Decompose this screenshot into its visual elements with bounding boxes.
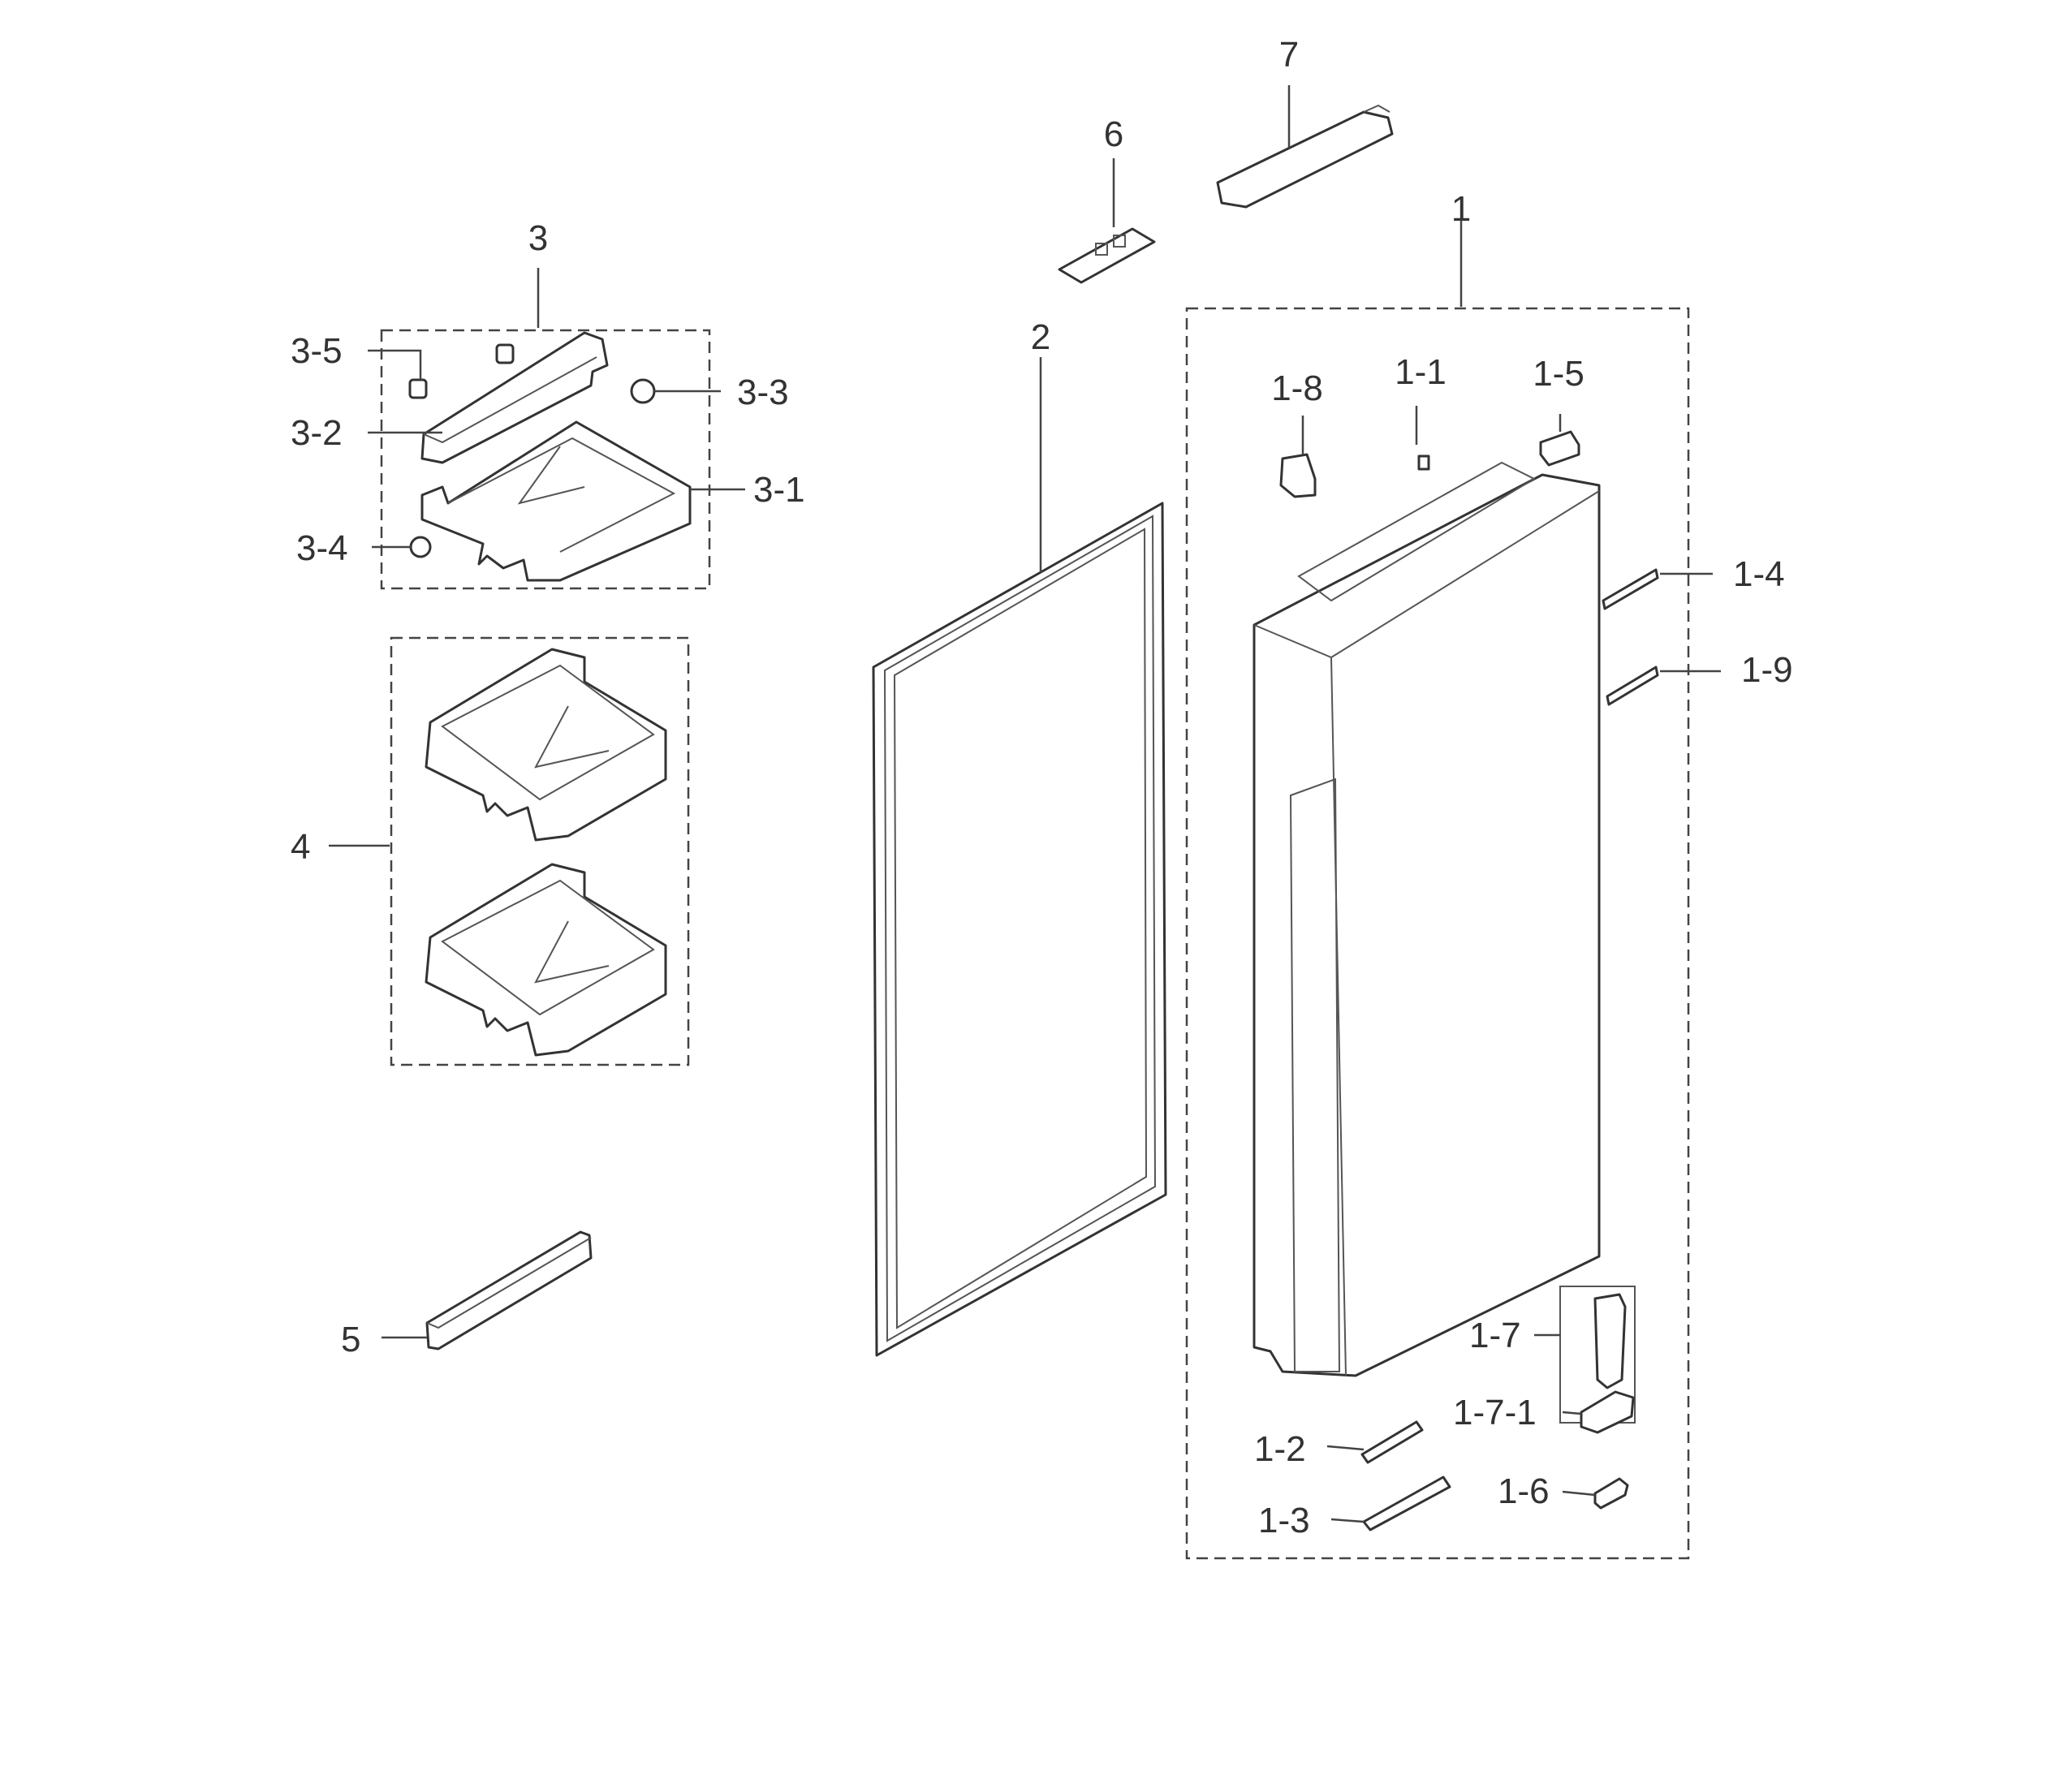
label-1-1: 1-1: [1395, 352, 1447, 392]
part-2-door-gasket: [872, 502, 1167, 1357]
part-7-cover: [1216, 104, 1394, 209]
part-5-bar: [425, 1230, 593, 1350]
part-4-bin-upper: [425, 648, 667, 842]
group-3-boundary: [380, 329, 711, 590]
label-4: 4: [291, 827, 310, 867]
part-1-1-pin: [1417, 454, 1430, 471]
label-2: 2: [1031, 317, 1050, 357]
part-3-5-clip: [408, 378, 428, 399]
label-7: 7: [1279, 35, 1299, 75]
label-3-4: 3-4: [296, 528, 348, 568]
part-3-clip-top: [495, 343, 515, 364]
part-1-9-label: [1606, 666, 1659, 706]
part-1-7-hinge: [1593, 1293, 1627, 1389]
label-1-9: 1-9: [1741, 650, 1793, 690]
label-5: 5: [341, 1320, 360, 1359]
group-1-boundary: [1185, 307, 1690, 1560]
label-3-3: 3-3: [737, 373, 789, 412]
group-4-boundary: [390, 636, 690, 1066]
part-1-7-1-plate: [1580, 1390, 1635, 1434]
part-3-1-upper-bin: [420, 420, 692, 582]
part-1-2-strip: [1360, 1420, 1424, 1464]
part-1-door: [1253, 461, 1601, 1377]
label-1-8: 1-8: [1271, 368, 1323, 408]
label-1-5: 1-5: [1533, 354, 1585, 394]
part-4-bin-lower: [425, 863, 667, 1057]
part-1-5-block: [1539, 430, 1580, 467]
label-3-1: 3-1: [753, 470, 805, 510]
part-1-3-strip: [1362, 1475, 1451, 1531]
label-3-5: 3-5: [291, 331, 343, 371]
label-1: 1: [1451, 189, 1471, 229]
label-1-7-1: 1-7-1: [1453, 1393, 1537, 1432]
label-3: 3: [528, 218, 548, 258]
part-3-4-cap: [409, 536, 432, 558]
label-1-4: 1-4: [1733, 554, 1785, 594]
label-3-2: 3-2: [291, 413, 343, 453]
label-1-6: 1-6: [1498, 1471, 1550, 1511]
part-1-4-logo: [1602, 568, 1659, 610]
label-6: 6: [1104, 114, 1123, 154]
part-3-3-cap: [630, 378, 656, 404]
label-1-2: 1-2: [1254, 1429, 1306, 1469]
part-1-8-hinge-cap: [1279, 453, 1317, 498]
leader-lines: [329, 85, 1721, 1523]
label-1-3: 1-3: [1258, 1501, 1310, 1540]
part-6-plate: [1058, 227, 1156, 284]
part-1-6-clip: [1593, 1477, 1629, 1510]
label-1-7: 1-7: [1469, 1316, 1521, 1355]
part-3-bin-cover: [420, 331, 609, 464]
